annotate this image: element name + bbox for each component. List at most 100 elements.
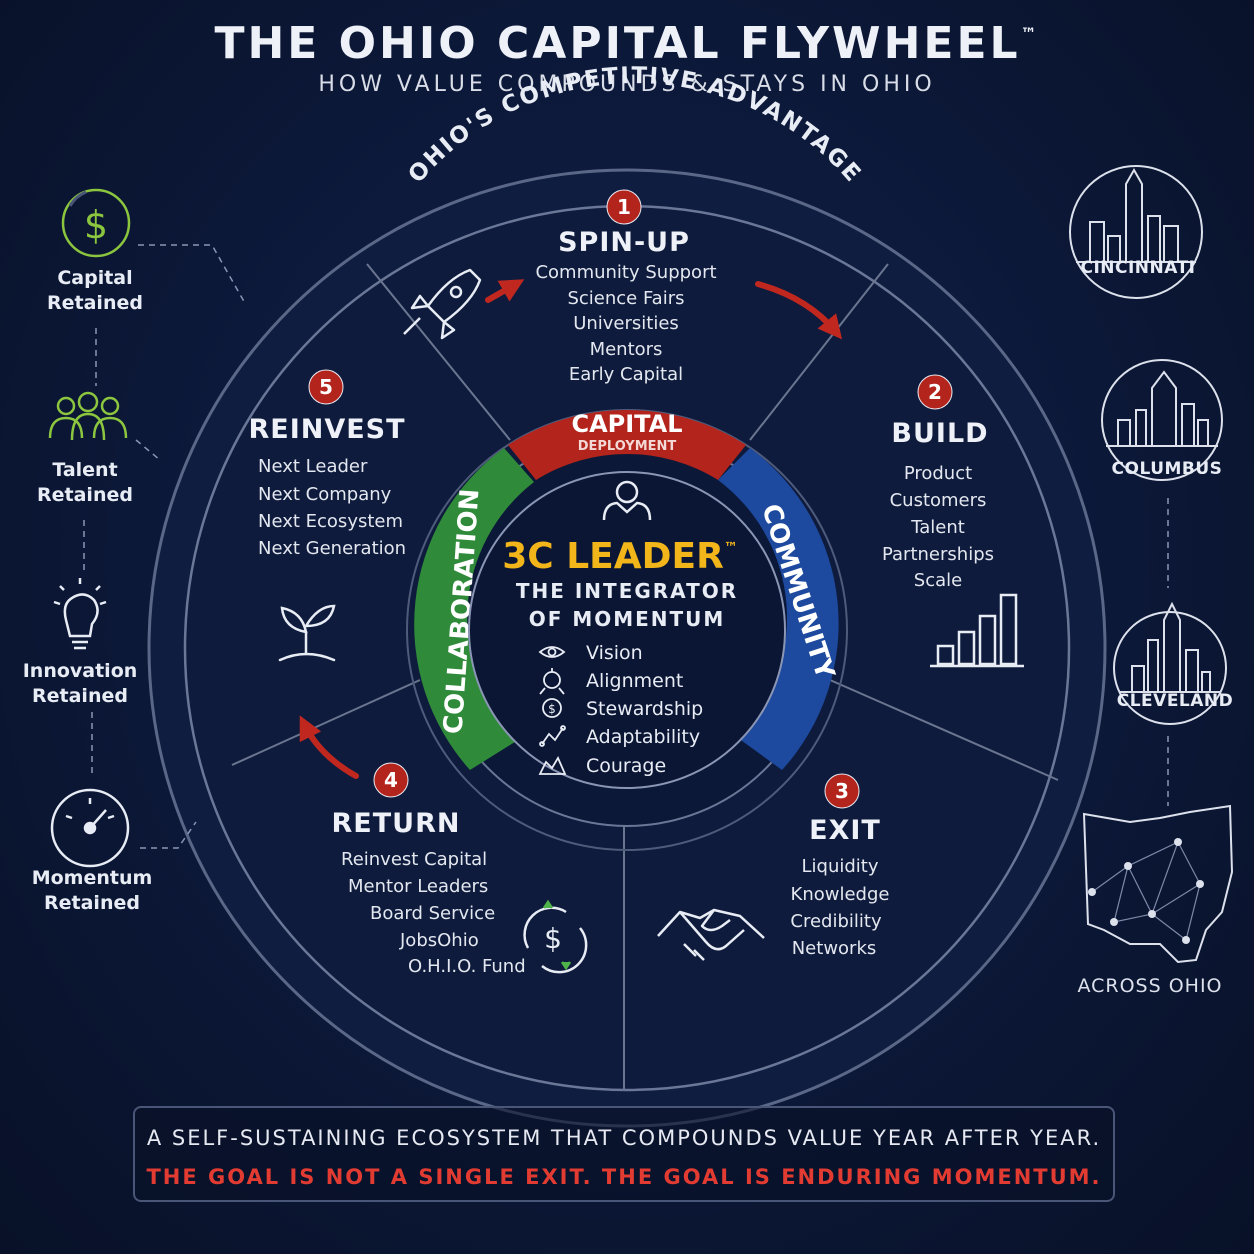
svg-text:Talent: Talent: [910, 517, 965, 538]
svg-text:JobsOhio: JobsOhio: [399, 930, 479, 951]
alignment-icon: [539, 668, 565, 695]
retained-connectors: [83, 244, 247, 849]
collaboration-arc: [414, 448, 534, 770]
build-items: Product Customers Talent Partnerships Sc…: [882, 463, 994, 591]
center-subtitle-2: OF MOMENTUM: [529, 607, 726, 631]
capital-arc: [508, 410, 746, 480]
svg-text:Board Service: Board Service: [370, 903, 495, 924]
columbus-emblem: [1101, 359, 1223, 481]
across-ohio-label: ACROSS OHIO: [1077, 975, 1223, 997]
svg-text:Credibility: Credibility: [790, 911, 882, 932]
sprout-icon: [278, 604, 336, 662]
svg-text:$: $: [84, 203, 108, 247]
stage-title-spinup: SPIN-UP: [558, 227, 690, 258]
capital-sublabel: DEPLOYMENT: [578, 439, 677, 454]
svg-text:Reinvest Capital: Reinvest Capital: [341, 849, 487, 870]
page-subtitle: HOW VALUE COMPOUNDS & STAYS IN OHIO: [318, 72, 936, 97]
community-arc: [718, 448, 839, 770]
arrow-to-reinvest: [299, 715, 359, 779]
svg-text:Early Capital: Early Capital: [569, 364, 683, 385]
badge-1: 1: [606, 189, 642, 225]
arrow-to-build: [755, 281, 843, 340]
svg-text:Next Ecosystem: Next Ecosystem: [258, 511, 403, 532]
svg-text:Knowledge: Knowledge: [791, 884, 890, 905]
stage-titles: SPIN-UP BUILD EXIT RETURN REINVEST: [248, 227, 988, 846]
stage-title-return: RETURN: [332, 808, 461, 839]
center-title: 3C LEADER™: [502, 536, 738, 577]
svg-text:Mentor Leaders: Mentor Leaders: [348, 876, 488, 897]
dollar-icon: $: [61, 188, 131, 258]
capital-label: CAPITAL: [571, 410, 682, 438]
svg-text:4: 4: [384, 768, 398, 792]
handshake-icon: [657, 908, 765, 961]
adaptability-icon: [539, 725, 566, 747]
svg-text:$: $: [544, 922, 562, 955]
svg-text:Scale: Scale: [914, 570, 962, 591]
svg-text:Partnerships: Partnerships: [882, 544, 994, 565]
footer-line-2: THE GOAL IS NOT A SINGLE EXIT. THE GOAL …: [146, 1165, 1102, 1189]
exit-items: Liquidity Knowledge Credibility Networks: [790, 856, 889, 959]
svg-text:1: 1: [617, 195, 631, 219]
bar-chart-icon: [930, 593, 1024, 668]
svg-text:Networks: Networks: [792, 938, 877, 959]
svg-text:Next Company: Next Company: [258, 484, 392, 505]
ohio-map: [1082, 804, 1234, 964]
svg-text:Mentors: Mentors: [590, 339, 663, 360]
center-subtitle-1: THE INTEGRATOR: [516, 579, 738, 603]
svg-text:Product: Product: [904, 463, 972, 484]
return-items: Reinvest Capital Mentor Leaders Board Se…: [341, 849, 526, 977]
trait-adaptability: Adaptability: [586, 726, 700, 748]
svg-text:3: 3: [835, 779, 849, 803]
city-label-cleveland: CLEVELAND: [1116, 691, 1234, 711]
cleveland-emblem: [1113, 601, 1227, 725]
eye-icon: [538, 646, 566, 658]
lightbulb-icon: [53, 578, 107, 650]
svg-text:5: 5: [319, 375, 333, 399]
trait-courage: Courage: [586, 755, 666, 777]
svg-text:$: $: [548, 702, 556, 716]
badge-3: 3: [824, 773, 860, 809]
svg-text:2: 2: [928, 380, 942, 404]
leader-icon: [602, 480, 652, 521]
trait-list: Vision Alignment Stewardship Adaptabilit…: [586, 642, 703, 777]
gauge-icon: [50, 788, 130, 868]
badge-5: 5: [308, 369, 344, 405]
svg-text:Next Leader: Next Leader: [258, 456, 368, 477]
dollar-cycle-icon: $: [523, 899, 588, 974]
arrow-to-spinup: [485, 279, 525, 303]
city-label-columbus: COLUMBUS: [1111, 459, 1223, 479]
svg-text:Universities: Universities: [573, 313, 679, 334]
badge-2: 2: [917, 374, 953, 410]
stage-badges: 1 2 3 4 5: [308, 189, 953, 809]
rocket-icon: [403, 268, 482, 340]
trait-alignment: Alignment: [586, 670, 683, 692]
svg-text:Customers: Customers: [890, 490, 987, 511]
trademark-mark: ™: [1020, 24, 1040, 43]
inner-ring-outline: [406, 409, 848, 851]
svg-text:Liquidity: Liquidity: [801, 856, 878, 877]
people-icon: [48, 391, 128, 441]
cincinnati-emblem: [1069, 165, 1203, 299]
svg-text:Community Support: Community Support: [535, 262, 716, 283]
page-title: THE OHIO CAPITAL FLYWHEEL™: [214, 18, 1040, 69]
center-circle: [468, 471, 786, 789]
reinvest-items: Next Leader Next Company Next Ecosystem …: [258, 456, 406, 559]
svg-text:Science Fairs: Science Fairs: [567, 288, 684, 309]
svg-text:O.H.I.O. Fund: O.H.I.O. Fund: [408, 956, 526, 977]
stewardship-icon: $: [542, 698, 562, 718]
courage-icon: [538, 756, 567, 775]
spinup-items: Community Support Science Fairs Universi…: [535, 262, 716, 385]
trait-stewardship: Stewardship: [586, 698, 703, 720]
footer-box: A SELF-SUSTAINING ECOSYSTEM THAT COMPOUN…: [133, 1106, 1115, 1202]
segment-dividers: [231, 263, 1059, 1090]
stage-title-reinvest: REINVEST: [248, 414, 405, 445]
svg-text:Next Generation: Next Generation: [258, 538, 406, 559]
trait-vision: Vision: [586, 642, 643, 664]
stage-title-build: BUILD: [891, 418, 988, 449]
city-label-cincinnati: CINCINNATI: [1080, 258, 1196, 278]
